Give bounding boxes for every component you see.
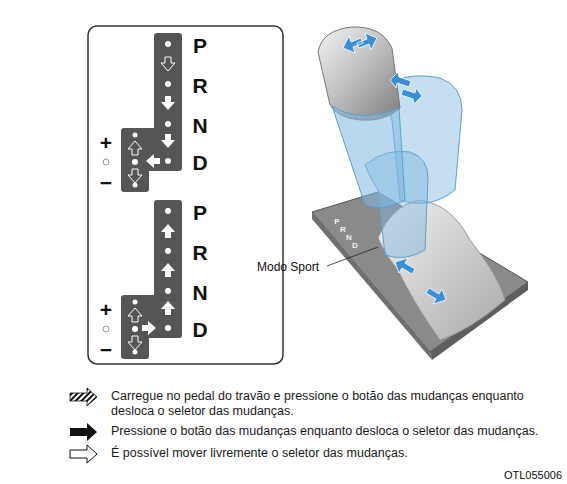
mode-dot [103, 326, 109, 332]
plate-letter: D [352, 242, 358, 250]
gear-letter: D [192, 319, 207, 340]
plate-letter: R [340, 226, 346, 234]
legend-icon [70, 445, 97, 463]
legend-text: Pressione o botão das mudanças enquanto … [111, 424, 538, 438]
gear-letter: R [192, 75, 207, 96]
mode-dot [103, 159, 109, 165]
shift-lever-drawing [312, 27, 528, 360]
mode-sign: − [100, 172, 112, 193]
mode-sign: + [100, 299, 112, 320]
plate-letter: N [346, 234, 352, 242]
legend-text: Carregue no pedal do travão e pressione … [111, 389, 524, 418]
pattern-frame [88, 26, 283, 364]
gear-letter: R [192, 242, 207, 263]
legend-icon [70, 388, 97, 406]
mode-sign: − [100, 339, 112, 360]
plate-letter: P [334, 218, 339, 226]
legend-entry: Pressione o botão das mudanças enquanto … [111, 424, 559, 439]
legend-entry: Carregue no pedal do travão e pressione … [111, 389, 559, 419]
legend-entry: É possível mover livremente o seletor da… [111, 446, 559, 461]
gear-letter: D [192, 152, 207, 173]
legend-icon [70, 423, 97, 441]
gear-letter: N [192, 115, 207, 136]
figure-code: OTL055006 [504, 470, 562, 481]
gate-slot [121, 33, 182, 192]
gear-letter: N [192, 282, 207, 303]
gear-letter: P [193, 202, 207, 223]
gate-slot [121, 200, 182, 359]
mode-sign: + [100, 132, 112, 153]
callout-label: Modo Sport [257, 261, 319, 273]
legend-text: É possível mover livremente o seletor da… [111, 446, 408, 460]
gear-letter: P [193, 35, 207, 56]
